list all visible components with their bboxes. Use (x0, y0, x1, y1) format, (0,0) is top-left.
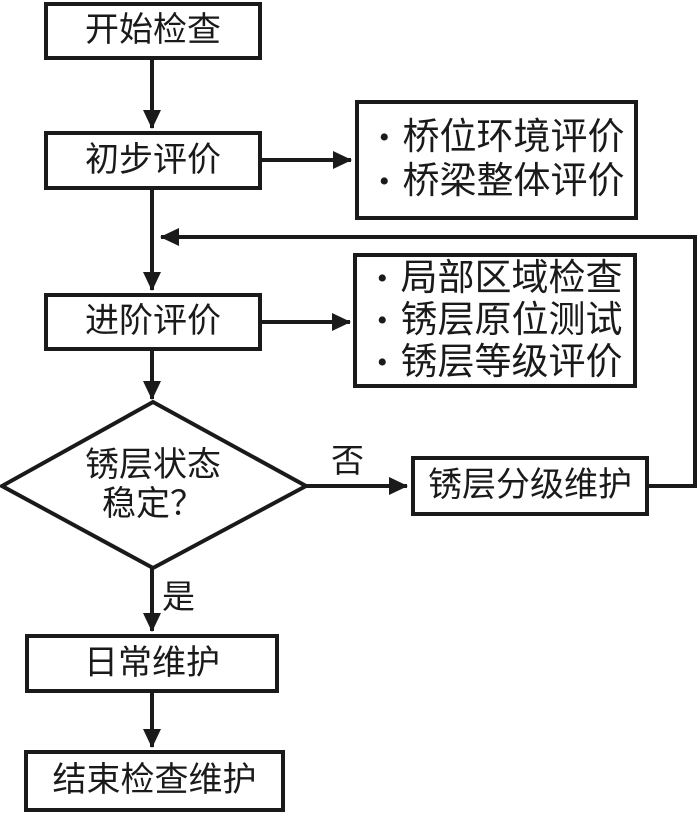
node-start: 开始检查 (44, 2, 262, 60)
decision-line1: 锈层状态 (85, 447, 221, 484)
node-preliminary-evaluation: 初步评价 (44, 131, 262, 190)
decision-diamond-shape (0, 399, 311, 571)
branch-label-yes: 是 (162, 580, 195, 616)
detail-box-preliminary: • 桥位环境评价 • 桥梁整体评价 (355, 100, 638, 220)
detail-item-text: 桥梁整体评价 (402, 161, 625, 202)
node-preliminary-label: 初步评价 (85, 141, 221, 179)
detail-item-text: 桥位环境评价 (402, 117, 625, 158)
detail-item-text: 局部区域检查 (400, 257, 623, 299)
node-advanced-label: 进阶评价 (85, 303, 221, 340)
list-item: • 锈层原位测试 (377, 300, 623, 342)
list-item: • 桥位环境评价 (379, 116, 625, 160)
decision-node-text: 锈层状态 稳定？ (52, 446, 254, 524)
node-start-label: 开始检查 (85, 12, 221, 49)
arrow-feedback-graded-to-advanced (160, 228, 697, 488)
bullet-icon: • (377, 261, 388, 295)
node-graded-maintenance: 锈层分级维护 (411, 456, 649, 516)
detail-box-advanced: • 局部区域检查 • 锈层原位测试 • 锈层等级评价 (353, 253, 637, 388)
detail-item-text: 锈层原位测试 (400, 299, 623, 341)
node-advanced-evaluation: 进阶评价 (44, 293, 262, 351)
bullet-icon: • (377, 303, 388, 337)
bullet-icon: • (379, 121, 390, 154)
bullet-icon: • (377, 345, 388, 379)
node-daily-maintenance-label: 日常维护 (84, 644, 220, 682)
branch-label-no: 否 (331, 444, 364, 480)
detail-item-text: 锈层等级评价 (400, 341, 623, 383)
list-item: • 局部区域检查 (377, 258, 623, 300)
node-end: 结束检查维护 (24, 750, 285, 812)
node-end-label: 结束检查维护 (52, 762, 257, 799)
decision-line2: 稳定？ (102, 486, 204, 523)
list-item: • 桥梁整体评价 (379, 160, 625, 204)
bullet-icon: • (379, 165, 390, 198)
node-graded-maintenance-label: 锈层分级维护 (428, 467, 632, 504)
node-daily-maintenance: 日常维护 (25, 634, 279, 693)
list-item: • 锈层等级评价 (377, 342, 623, 384)
